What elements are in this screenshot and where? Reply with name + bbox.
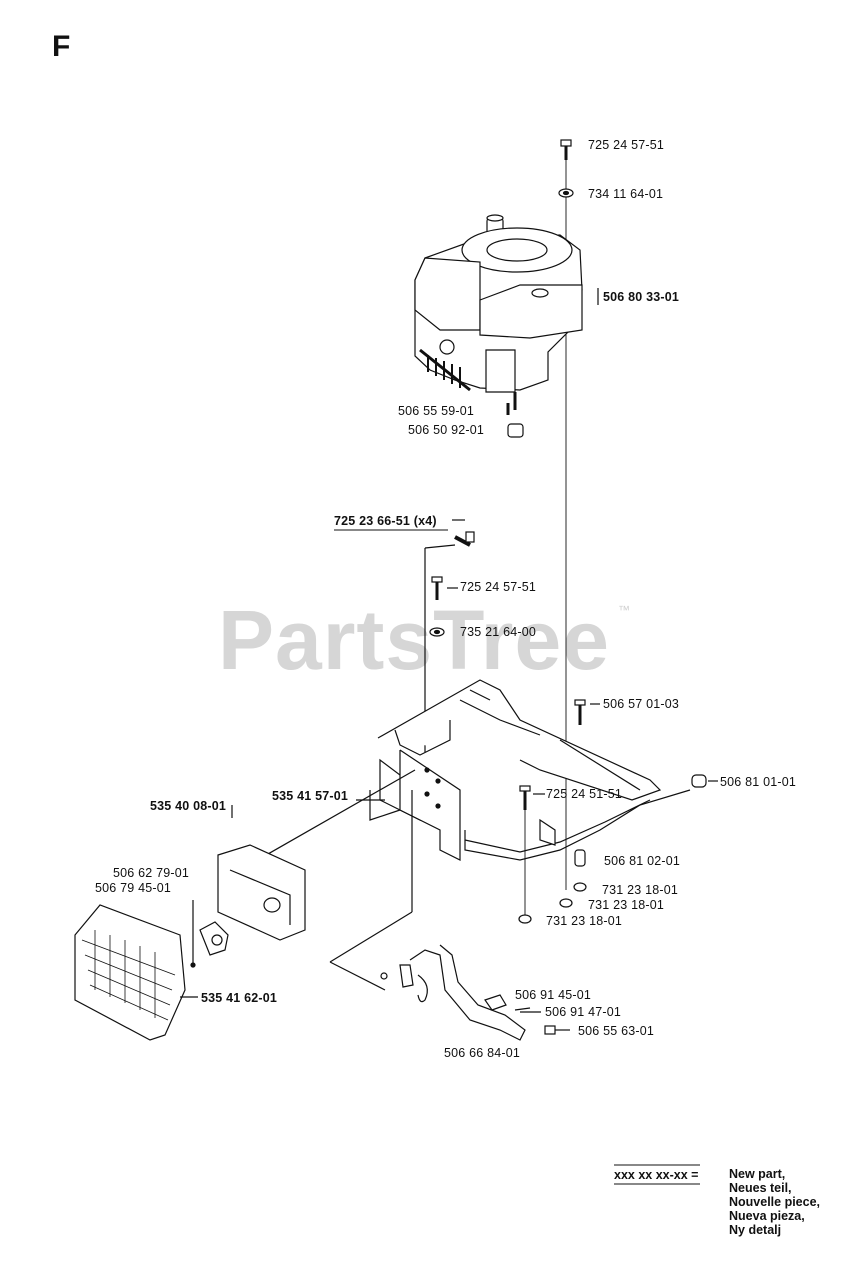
washer-icon: [558, 188, 574, 198]
screw-icon: [431, 576, 458, 600]
part-label: 734 11 64-01: [588, 187, 664, 201]
legend-line: Nueva pieza,: [729, 1209, 805, 1223]
part-label: 506 81 01-01: [720, 775, 797, 789]
part-label: 506 62 79-01: [113, 866, 190, 880]
part-label: 506 55 59-01: [398, 404, 475, 418]
grommet-icon: [691, 774, 718, 788]
part-label: 506 66 84-01: [444, 1046, 521, 1060]
air-cleaner-cover-drawing: [217, 844, 306, 941]
part-label: 725 24 57-51: [460, 580, 537, 594]
part-label: 506 50 92-01: [408, 423, 485, 437]
legend-line: Nouvelle piece,: [729, 1195, 821, 1209]
part-label: 725 24 51-51: [546, 787, 623, 801]
oil-drain-tube-drawing: [380, 944, 570, 1041]
part-label: 506 91 47-01: [545, 1005, 622, 1019]
part-label: 506 91 45-01: [515, 988, 592, 1002]
part-label: 735 21 64-00: [460, 625, 537, 639]
part-label: 506 81 02-01: [604, 854, 681, 868]
legend-line: New part,: [729, 1167, 786, 1181]
spacer-icon: [507, 423, 524, 438]
part-label: 535 41 57-01: [272, 789, 349, 803]
bushing-icon: [574, 849, 586, 867]
part-label: 535 40 08-01: [150, 799, 227, 813]
part-label: 535 41 62-01: [201, 991, 278, 1005]
pin-icon: [574, 699, 600, 725]
section-letter: F: [52, 30, 71, 63]
legend-code: xxx xx xx-xx =: [614, 1168, 699, 1182]
filter-element-drawing: [74, 904, 198, 1041]
knob-icon: [199, 921, 229, 956]
legend-line: Neues teil,: [729, 1181, 792, 1195]
part-label: 725 24 57-51: [588, 138, 665, 152]
trademark-symbol: ™: [618, 603, 630, 617]
part-label: 506 57 01-03: [603, 697, 680, 711]
part-label: 731 23 18-01: [602, 883, 679, 897]
part-label: 506 79 45-01: [95, 881, 172, 895]
part-label-engine: 506 80 33-01: [603, 290, 680, 304]
part-label: 731 23 18-01: [588, 898, 665, 912]
frame-drawing: [369, 679, 691, 861]
watermark: PartsTree: [218, 593, 610, 687]
washer-icon: [429, 627, 445, 637]
bolt-icon: [519, 785, 545, 915]
engine-drawing: [414, 214, 583, 410]
part-label: 506 55 63-01: [578, 1024, 655, 1038]
screw-icon: [190, 900, 196, 968]
part-label: 731 23 18-01: [546, 914, 623, 928]
part-label-new: 725 23 66-51 (x4): [334, 514, 437, 528]
legend-line: Ny detalj: [729, 1223, 782, 1237]
screw-icon: [560, 139, 572, 160]
legend-text: New part, Neues teil, Nouvelle piece, Nu…: [729, 1167, 820, 1237]
nut-icon: [518, 882, 587, 924]
